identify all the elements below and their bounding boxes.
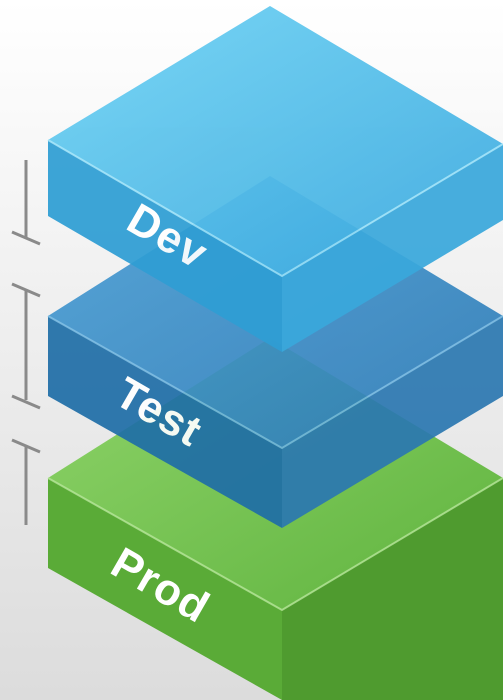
layer-dev: Dev [47,6,503,352]
test-left-face [48,316,282,528]
test-top-edge [47,315,503,450]
dev-left-face [48,140,282,352]
bracket-prod [11,438,41,525]
stage-brackets [11,160,41,525]
bracket-dev [11,160,41,246]
bracket-test [11,282,41,410]
dev-right-face [282,144,503,352]
prod-left-face [48,478,282,700]
prod-right-face [282,478,503,700]
dev-top-edge [47,139,503,278]
test-right-face [282,316,503,528]
prod-top-edge [47,477,503,612]
dev-top-face [48,6,503,276]
